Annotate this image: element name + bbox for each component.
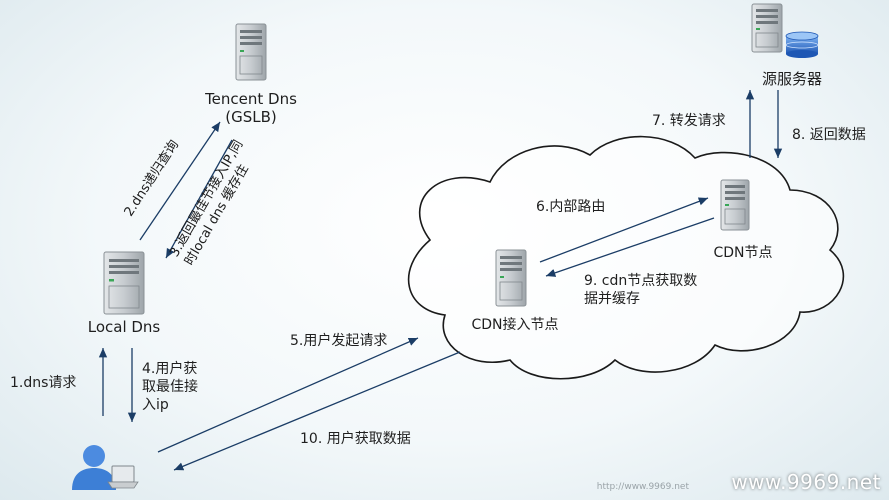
watermark: www.9969.net — [731, 470, 881, 494]
step-5-label: 5.用户发起请求 — [290, 333, 388, 349]
step-1-label: 1.dns请求 — [10, 375, 77, 391]
arrow-user-request — [157, 337, 419, 453]
step-9-label: 9. cdn节点获取数 据并缓存 — [584, 273, 698, 307]
step-4-label: 4.用户获 取最佳接 入ip — [142, 361, 198, 413]
database-icon — [785, 31, 819, 58]
cdn-node-label: CDN节点 — [713, 245, 773, 261]
step-8-label: 8. 返回数据 — [792, 127, 866, 143]
origin-server-label: 源服务器 — [761, 70, 822, 88]
step-6-label: 6.内部路由 — [536, 199, 606, 215]
arrow-node-cache — [545, 217, 715, 277]
arrow-internal-route — [539, 197, 709, 263]
step-7-label: 7. 转发请求 — [652, 113, 726, 129]
server-icon — [720, 179, 750, 231]
cdn-access-node-label: CDN接入节点 — [471, 317, 559, 333]
user-icon — [72, 445, 139, 490]
watermark-url-small: http://www.9969.net — [596, 482, 689, 492]
server-icon — [751, 3, 783, 53]
step-10-label: 10. 用户获取数据 — [300, 431, 411, 447]
server-icon — [235, 23, 267, 81]
arrow-gslb-return — [165, 139, 233, 259]
server-icon — [103, 251, 145, 315]
server-icon — [495, 249, 527, 307]
arrow-user-data — [173, 351, 461, 471]
tencent-dns-label: Tencent Dns (GSLB) — [205, 90, 297, 126]
local-dns-label: Local Dns — [87, 318, 161, 336]
arrow-dns-recursive — [139, 121, 221, 241]
